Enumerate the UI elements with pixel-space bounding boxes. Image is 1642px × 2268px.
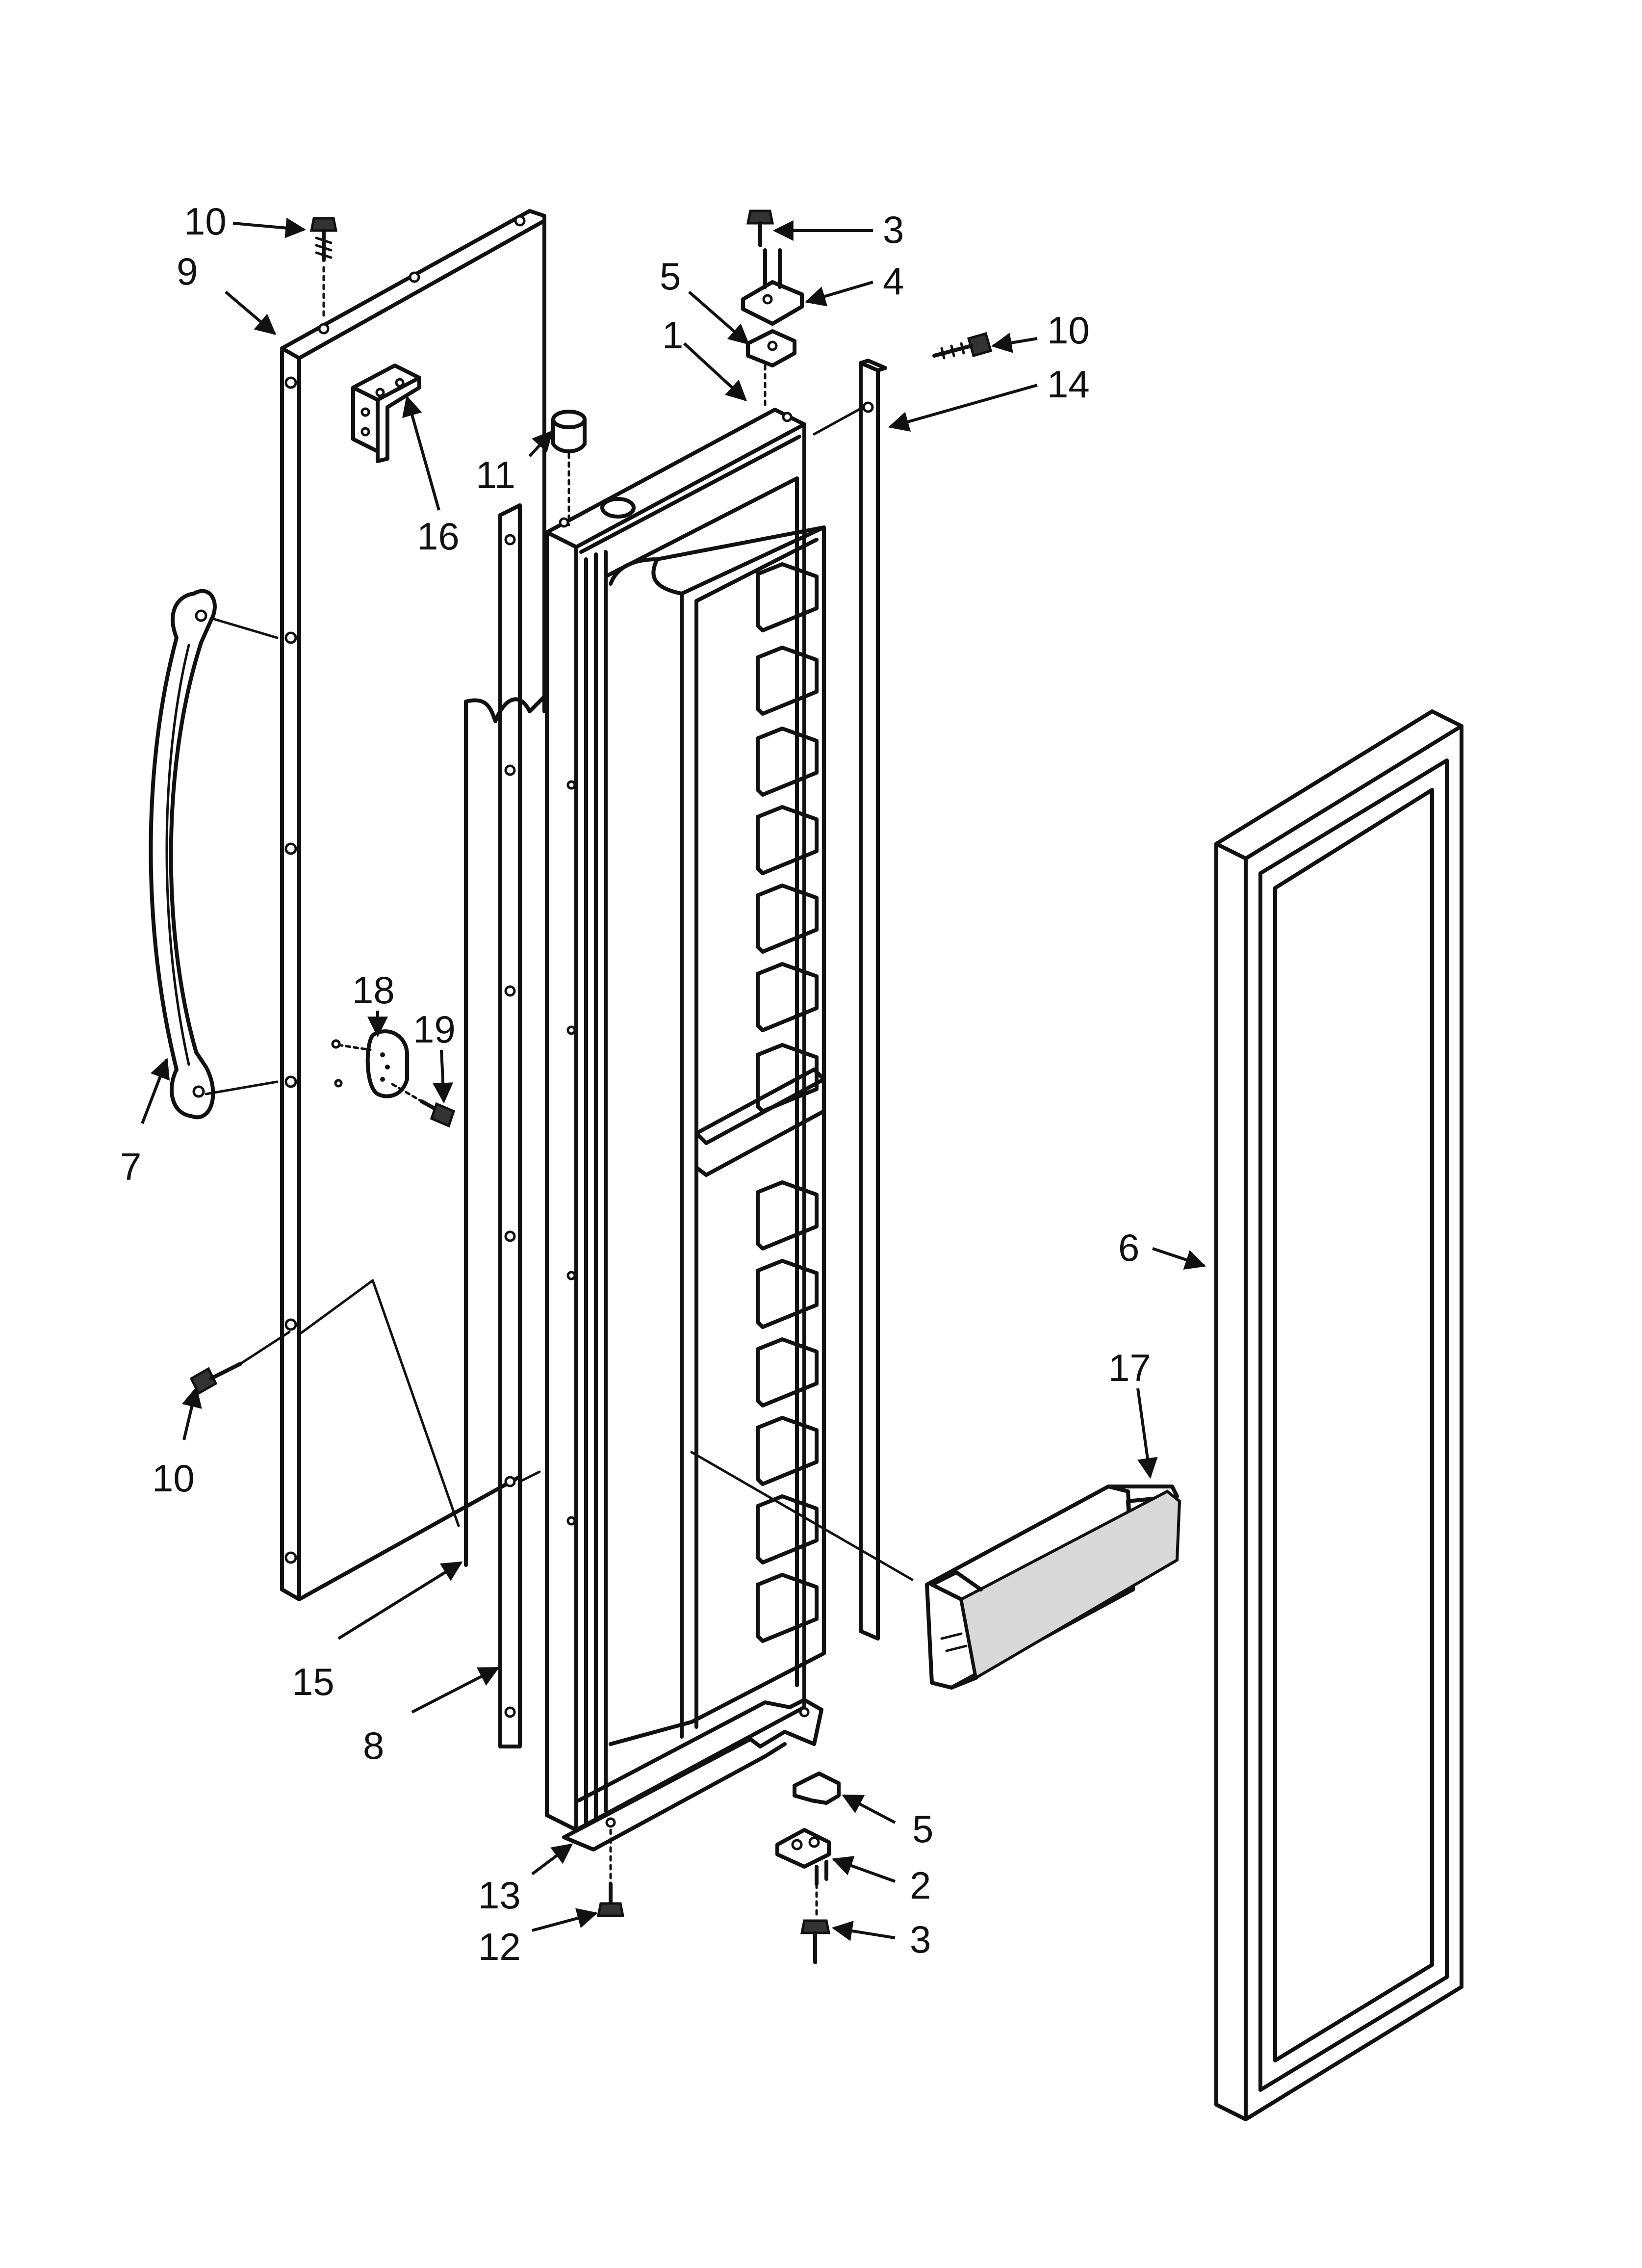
leader-12: [532, 1908, 598, 1932]
callout-4: 4: [883, 260, 904, 303]
callout-3-bottom: 3: [910, 1918, 931, 1961]
leader-1: [683, 342, 747, 401]
part-18-plate: [331, 1029, 409, 1098]
part-5-shim-bottom: [793, 1772, 841, 1805]
leader-5-bottom: [842, 1794, 896, 1824]
part-10-screw-top-left: [309, 217, 338, 320]
part-19-screw: [391, 1083, 456, 1128]
part-1-door: [545, 408, 914, 1832]
callout-2: 2: [910, 1864, 931, 1907]
part-13-hinge-plate: [562, 1698, 823, 1851]
callout-labels: 10 9 16 7 18 19 10 15 8 13 12 11 1 5 3 4…: [120, 200, 1151, 1968]
part-3-screw-top: [746, 209, 774, 247]
leader-9: [225, 290, 277, 335]
callout-11: 11: [476, 453, 515, 496]
leader-13: [531, 1843, 573, 1876]
callout-10-top-left: 10: [184, 200, 227, 243]
callout-7: 7: [120, 1145, 141, 1188]
part-15-panel: [298, 695, 546, 1567]
leader-15: [337, 1561, 463, 1640]
part-3-screw-bottom: [800, 1882, 831, 1964]
leader-6: [1152, 1247, 1206, 1270]
leader-lines: [141, 217, 1206, 1941]
part-4-hinge-top: [741, 248, 804, 326]
part-12-screw: [596, 1828, 625, 1917]
part-17-door-bin: [925, 1485, 1181, 1690]
part-8-strip: [498, 503, 541, 1748]
leader-7: [141, 1058, 170, 1124]
callout-17: 17: [1108, 1346, 1151, 1389]
leader-19: [433, 1049, 454, 1104]
part-14-trim-strip: [813, 359, 887, 1641]
part-10-screw-right: [932, 332, 993, 360]
callout-5-top: 5: [660, 255, 681, 298]
callout-15: 15: [292, 1660, 334, 1703]
leader-11: [528, 430, 553, 458]
leader-14: [888, 384, 1038, 432]
callout-12: 12: [478, 1925, 521, 1968]
leader-2: [832, 1856, 896, 1883]
part-16-bracket: [351, 364, 421, 463]
leader-3-bottom: [831, 1921, 896, 1941]
leader-4: [804, 281, 873, 307]
callout-14: 14: [1047, 363, 1090, 406]
part-10-screw-left: [189, 1330, 291, 1395]
leader-17: [1136, 1388, 1158, 1479]
part-7-handle: [149, 589, 279, 1120]
callout-5-bottom: 5: [912, 1807, 933, 1851]
callout-1: 1: [662, 313, 683, 357]
leader-10-left: [181, 1386, 202, 1440]
leader-10-right: [991, 333, 1038, 353]
callout-19: 19: [413, 1008, 456, 1051]
part-11-bumper: [551, 410, 587, 526]
callout-9: 9: [177, 250, 198, 293]
callout-16: 16: [417, 515, 460, 558]
callout-18: 18: [352, 968, 395, 1012]
bin-supports: [756, 562, 819, 1643]
callout-8: 8: [363, 1724, 384, 1767]
callout-10-left: 10: [152, 1457, 195, 1500]
part-6-gasket: [1214, 709, 1463, 2121]
part-2-hinge-bottom: [775, 1828, 831, 1886]
leader-16: [402, 395, 440, 511]
callout-13: 13: [478, 1874, 521, 1917]
leader-5-top: [688, 290, 750, 345]
callout-6: 6: [1118, 1226, 1139, 1269]
part-5-shim-top: [746, 329, 796, 411]
callout-3-top: 3: [883, 208, 904, 251]
callout-10-right: 10: [1047, 309, 1090, 352]
leader-10-top-left: [232, 217, 307, 238]
leader-8: [411, 1667, 500, 1714]
